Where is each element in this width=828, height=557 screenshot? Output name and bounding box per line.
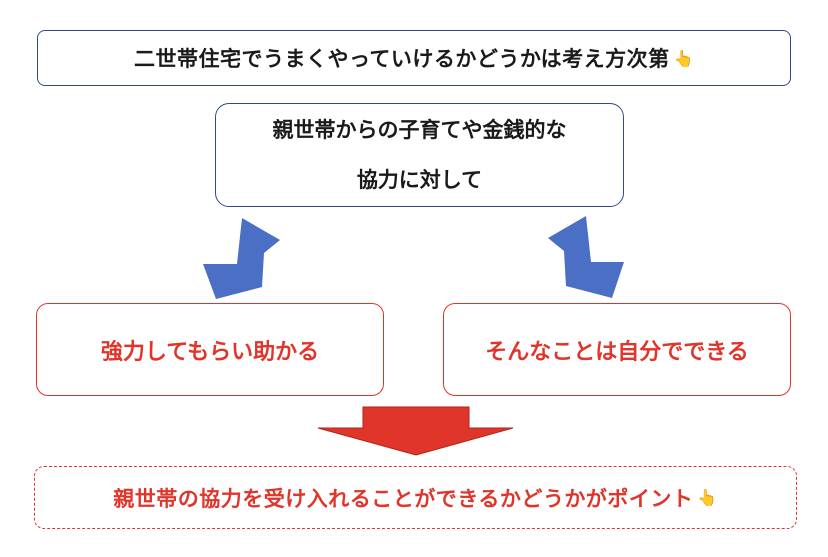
top-statement-box: 二世帯住宅でうまくやっていけるかどうかは考え方次第👆: [37, 30, 791, 86]
premise-box: 親世帯からの子育てや金銭的な 協力に対して: [215, 103, 624, 207]
accept-help-box: 強力してもらい助かる: [36, 303, 384, 396]
accept-help-text: 強力してもらい助かる: [100, 339, 320, 365]
right-down-arrow: [548, 216, 624, 298]
pointing-hand-icon: 👆: [697, 488, 718, 507]
conclusion-text: 親世帯の協力を受け入れることができるかどうかがポイント: [113, 486, 694, 511]
top-statement-text: 二世帯住宅でうまくやっていけるかどうかは考え方次第: [133, 47, 670, 71]
center-down-arrow: [317, 406, 514, 456]
pointing-hand-icon: 👆: [673, 48, 695, 68]
conclusion-box: 親世帯の協力を受け入れることができるかどうかがポイント👆: [34, 466, 797, 529]
premise-line-2: 協力に対して: [356, 168, 483, 192]
left-down-arrow: [203, 218, 280, 299]
decline-help-text: そんなことは自分でできる: [485, 339, 749, 365]
decline-help-box: そんなことは自分でできる: [443, 303, 791, 396]
premise-line-1: 親世帯からの子育てや金銭的な: [272, 118, 567, 142]
